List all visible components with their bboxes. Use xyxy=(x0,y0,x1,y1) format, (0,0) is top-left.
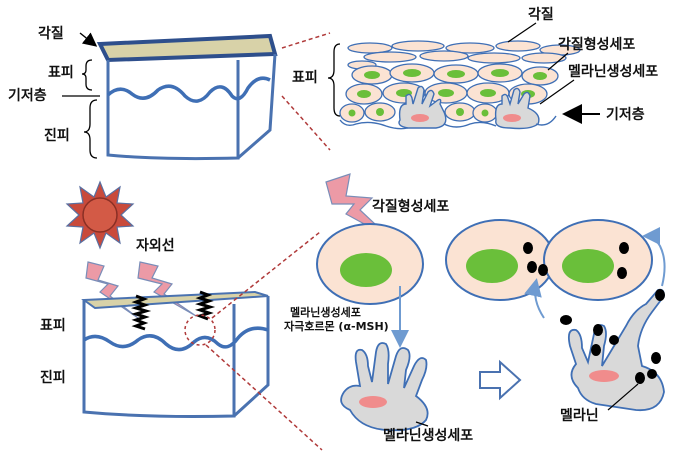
keratinocyte-nuclei xyxy=(348,69,547,117)
uv-lightning-bolts xyxy=(85,261,197,319)
pointer-melanocyte-detail xyxy=(539,79,575,105)
skin-block-top-face xyxy=(96,33,278,63)
label-epidermis-detail: 표피 xyxy=(292,70,318,86)
arrow-melanin-transfer-left xyxy=(524,278,545,319)
stratum-corneum-cells xyxy=(347,40,581,70)
melanocytes-small xyxy=(398,85,540,130)
skin-block-top-side xyxy=(237,53,277,160)
melanin-granules-lower xyxy=(560,289,665,384)
pointer-keratinocyte-detail xyxy=(547,52,569,71)
zoom-circle-bottom xyxy=(184,314,216,346)
keratinocytes-pigmented xyxy=(445,219,653,301)
brace-epidermis-top xyxy=(81,59,93,91)
melanocyte-dendritic xyxy=(567,288,665,412)
label-basal-layer-detail: 기저층 xyxy=(606,107,645,123)
uv-damage-right xyxy=(195,290,216,321)
skin-block-bottom-side xyxy=(232,296,270,418)
label-keratinocyte-detail: 각질형성세포 xyxy=(558,36,635,53)
arrow-stratum-corneum xyxy=(79,32,98,47)
epidermis-detail xyxy=(339,40,581,130)
uv-lightning-right-icon xyxy=(137,261,197,317)
label-epidermis-top: 표피 xyxy=(48,65,74,81)
pointer-melanocyte-bottom xyxy=(415,421,429,427)
melanin-granules-upper xyxy=(523,242,629,279)
skin-block-bottom-front xyxy=(82,300,236,418)
melanocyte-large xyxy=(340,342,429,432)
label-melanocyte-detail: 멜라닌생성세포 xyxy=(568,64,658,80)
label-melanin: 멜라닌 xyxy=(560,408,599,424)
process-arrow-icon xyxy=(479,359,522,401)
uv-damage-left xyxy=(131,294,152,331)
keratinocyte-large xyxy=(316,223,424,305)
skin-block-top-wave xyxy=(106,76,271,103)
basal-layer-line-detail xyxy=(339,115,557,130)
label-stratum-corneum-detail: 각질 xyxy=(528,6,554,23)
label-basal-layer-top: 기저층 xyxy=(8,88,47,104)
label-msh-line1: 멜라닌생성세포 xyxy=(290,305,361,319)
label-keratinocyte-signal: 각질형성세포 xyxy=(372,198,449,215)
skin-block-top-front xyxy=(106,60,240,161)
label-dermis-top: 진피 xyxy=(44,127,70,144)
zoom-lines-bottom xyxy=(205,231,323,451)
skin-block-bottom xyxy=(81,290,270,418)
zoom-lines-top xyxy=(281,32,331,151)
uv-lightning-left-icon xyxy=(85,261,139,319)
label-epidermis-bottom: 표피 xyxy=(40,318,66,334)
label-uv: 자외선 xyxy=(136,237,175,254)
pointer-stratum-corneum-detail xyxy=(507,22,537,43)
label-melanocyte-bottom: 멜라닌생성세포 xyxy=(383,428,473,444)
pointer-melanin xyxy=(607,383,639,411)
labels-top-left: 각질 표피 기저층 진피 xyxy=(8,25,100,159)
brace-dermis-top xyxy=(83,99,98,159)
sun-icon xyxy=(65,180,135,250)
label-dermis-bottom: 진피 xyxy=(40,369,66,386)
label-stratum-corneum: 각질 xyxy=(38,25,64,42)
skin-block-top xyxy=(96,33,278,161)
arrow-melanin-transfer-right xyxy=(642,227,666,287)
skin-block-bottom-wave xyxy=(83,326,269,352)
labels-top-right: 각질 각질형성세포 멜라닌생성세포 표피 기저층 xyxy=(292,6,658,124)
brace-epidermis-detail xyxy=(327,43,341,117)
label-msh-line2: 자극호르몬 (α-MSH) xyxy=(284,319,389,333)
